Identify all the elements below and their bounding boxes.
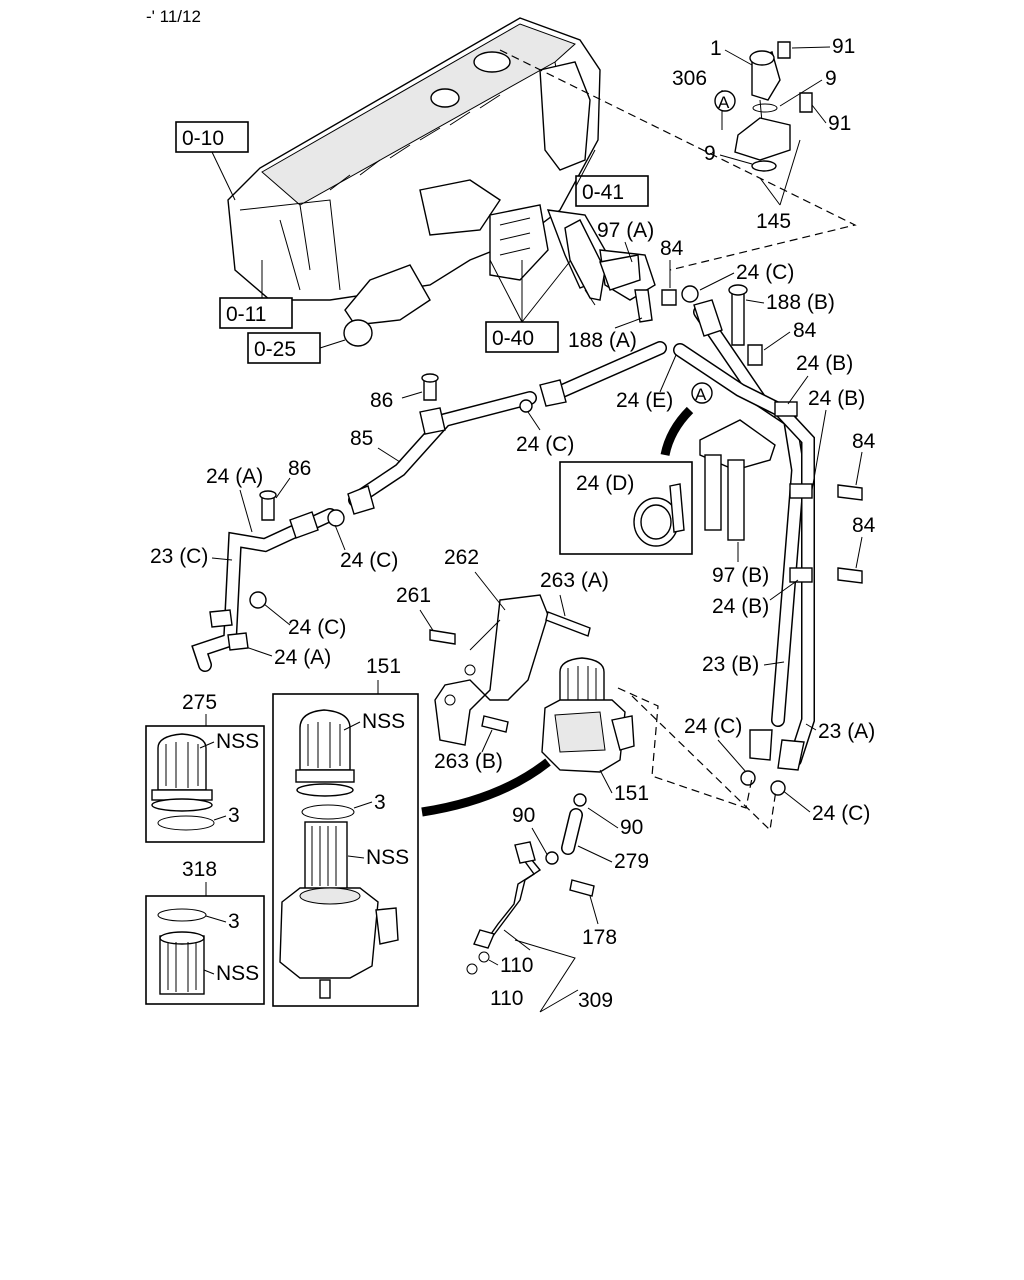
callout-178: 178: [582, 926, 617, 949]
bracket-97a: [564, 219, 641, 306]
inset-318[interactable]: 3 NSS: [145, 895, 265, 1005]
ref-0-10-label: 0-10: [182, 127, 224, 150]
marker-a-mid: A: [691, 382, 713, 404]
callout-318: 318: [182, 858, 217, 881]
callout-23c: 23 (C): [150, 545, 208, 568]
callout-24e: 24 (E): [616, 389, 673, 412]
callout-23b: 23 (B): [702, 653, 759, 676]
ref-box-0-10[interactable]: 0-10: [175, 121, 249, 153]
callout-3-275: 3: [228, 804, 240, 827]
callout-86-b: 86: [288, 457, 311, 480]
callout-145: 145: [756, 210, 791, 233]
callout-263a: 263 (A): [540, 569, 609, 592]
callout-9-top: 9: [825, 67, 837, 90]
callout-24c-lower-left: 24 (C): [288, 616, 346, 639]
clamp-24d-inset[interactable]: 24 (D): [559, 461, 693, 555]
callout-151-top: 151: [366, 655, 401, 678]
ref-0-41-label: 0-41: [582, 181, 624, 204]
hose-279: [561, 808, 583, 855]
callout-110-b: 110: [490, 987, 523, 1010]
callout-84-c: 84: [852, 430, 876, 453]
marker-a-top-label: A: [718, 93, 730, 112]
ref-box-0-41[interactable]: 0-41: [575, 175, 649, 207]
callout-90-b: 90: [620, 816, 643, 839]
bracket-262: [434, 594, 549, 746]
callout-24b-c: 24 (B): [712, 595, 769, 618]
callout-24a-top: 24 (A): [206, 465, 263, 488]
callout-24a-low: 24 (A): [274, 646, 331, 669]
callout-306: 306: [672, 67, 707, 90]
callout-309: 309: [578, 989, 613, 1012]
pipe-309: [473, 841, 542, 949]
ref-box-0-40[interactable]: 0-40: [485, 321, 559, 353]
callout-91-mid: 91: [828, 112, 851, 135]
callout-3-151: 3: [374, 791, 386, 814]
callout-84-a: 84: [660, 237, 684, 260]
callout-91-top: 91: [832, 35, 855, 58]
ref-box-0-25[interactable]: 0-25: [247, 332, 321, 364]
callout-86-a: 86: [370, 389, 393, 412]
callout-110-a: 110: [500, 954, 533, 977]
callout-188b: 188 (B): [766, 291, 835, 314]
callout-188a: 188 (A): [568, 329, 637, 352]
sensor-assembly: [734, 41, 813, 172]
inset-151-exploded[interactable]: NSS 3 NSS: [272, 693, 419, 1007]
callout-85: 85: [350, 427, 373, 450]
callout-24b-a: 24 (B): [796, 352, 853, 375]
marker-a-top: A: [714, 90, 736, 112]
callout-275: 275: [182, 691, 217, 714]
callout-97b: 97 (B): [712, 564, 769, 587]
fuel-filter-assembly-151: [541, 657, 635, 807]
callout-261: 261: [396, 584, 431, 607]
callout-nss-151-mid: NSS: [366, 846, 409, 869]
callout-279: 279: [614, 850, 649, 873]
callout-24d: 24 (D): [576, 472, 634, 495]
callout-nss-275: NSS: [216, 730, 259, 753]
callout-nss-318: NSS: [216, 962, 259, 985]
callout-1: 1: [710, 37, 722, 60]
inset-275[interactable]: NSS 3: [145, 725, 265, 843]
ref-0-40-label: 0-40: [492, 327, 534, 350]
callout-3-318: 3: [228, 910, 240, 933]
callout-23a: 23 (A): [818, 720, 875, 743]
callout-90-a: 90: [512, 804, 535, 827]
marker-a-mid-label: A: [695, 385, 707, 404]
bracket-97b: [660, 406, 776, 541]
ref-box-0-11[interactable]: 0-11: [219, 297, 293, 329]
page-reference: -' 11/12: [146, 7, 201, 26]
fuel-hose-bundle: [191, 299, 815, 771]
callout-84-b: 84: [793, 319, 817, 342]
callout-24c-lower: 24 (C): [684, 715, 742, 738]
ref-0-11-label: 0-11: [226, 303, 266, 326]
callout-24c-right: 24 (C): [812, 802, 870, 825]
callout-9-low: 9: [704, 142, 716, 165]
callout-97a: 97 (A): [597, 219, 654, 242]
callout-24b-b: 24 (B): [808, 387, 865, 410]
callout-nss-151-top: NSS: [362, 710, 405, 733]
callout-84-d: 84: [852, 514, 876, 537]
callout-263b: 263 (B): [434, 750, 503, 773]
callout-24c-mid: 24 (C): [516, 433, 574, 456]
ref-0-25-label: 0-25: [254, 338, 296, 361]
callout-151-side: 151: [614, 782, 649, 805]
callout-24c-left: 24 (C): [340, 549, 398, 572]
callout-24c-top: 24 (C): [736, 261, 794, 284]
callout-262: 262: [444, 546, 479, 569]
engine-block-illustration: [227, 17, 656, 347]
